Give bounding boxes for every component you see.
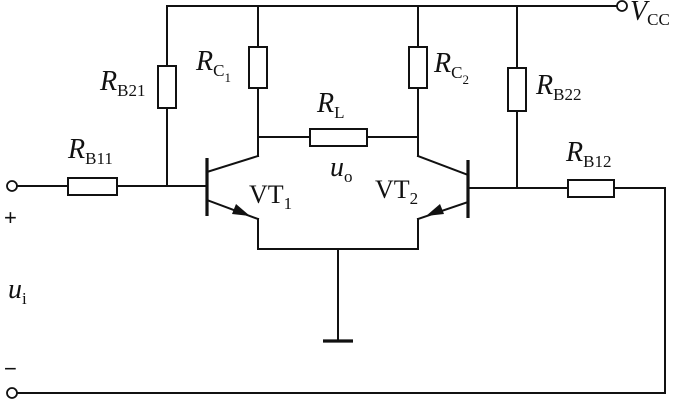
rc1-label: RC1 [195, 46, 231, 85]
rb11-label: RB11 [67, 134, 113, 168]
input-plus-sign: + [4, 205, 17, 230]
resistor-rb11 [67, 177, 118, 196]
rb12-label: RB12 [565, 137, 611, 171]
emitter-tie-wires [257, 218, 419, 341]
resistor-rb21 [157, 65, 177, 109]
resistor-rl [309, 128, 368, 147]
vt2-label: VT2 [375, 175, 418, 208]
rc2-label: RC2 [433, 48, 469, 87]
input-right-wires [16, 187, 666, 394]
vcc-terminal [616, 0, 628, 12]
transistor-vt2 [416, 154, 470, 221]
vt1-label: VT1 [249, 180, 292, 213]
resistor-rb22 [507, 67, 527, 112]
resistor-rc2 [408, 46, 428, 89]
input-minus-sign: − [4, 356, 17, 381]
vcc-label: VCC [630, 0, 670, 29]
rl-label: RL [316, 88, 345, 122]
rb22-label: RB22 [535, 70, 581, 104]
output-voltage-label: uo [330, 152, 353, 186]
input-minus-terminal [6, 387, 18, 399]
rb21-label: RB21 [99, 66, 145, 100]
input-plus-terminal [6, 180, 18, 192]
resistor-rb12 [567, 179, 615, 198]
resistor-rc1 [248, 46, 268, 89]
input-voltage-label: ui [8, 274, 27, 308]
